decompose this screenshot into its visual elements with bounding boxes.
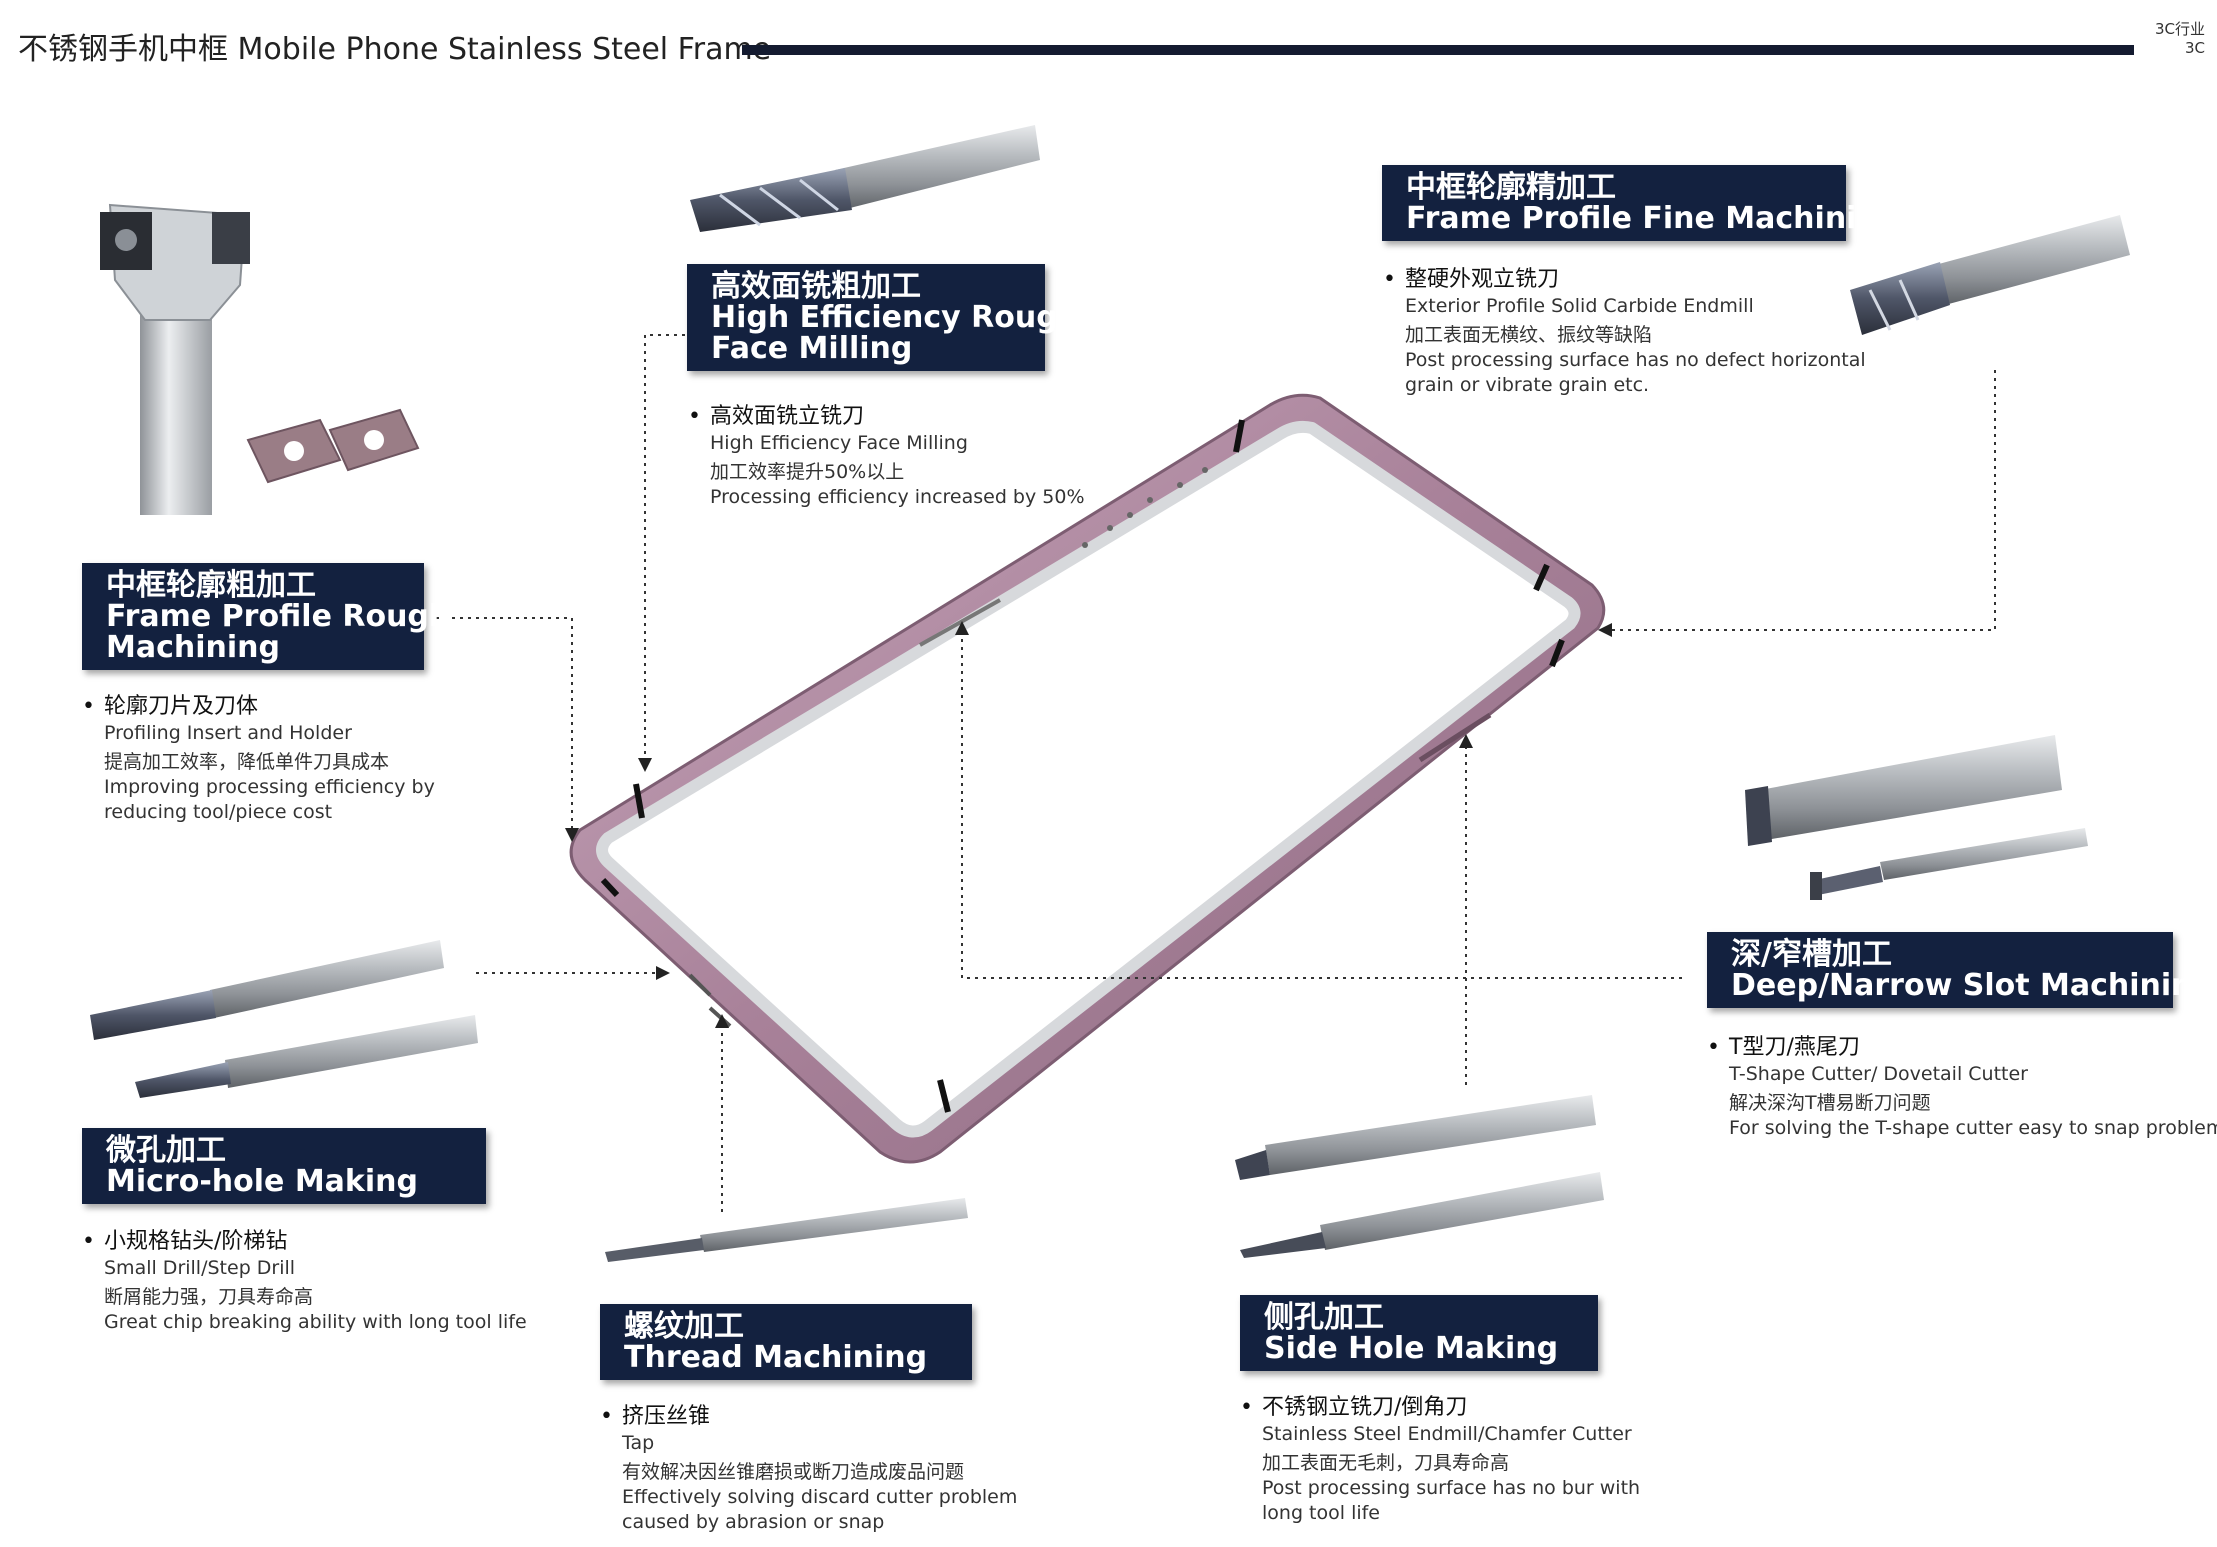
micro-hole-note-en: Great chip breaking ability with long to… xyxy=(104,1311,527,1333)
industry-tag: 3C行业 3C xyxy=(2155,20,2205,58)
tap-image xyxy=(605,1198,968,1262)
rough-profile-title-zh: 中框轮廓粗加工 xyxy=(106,568,316,603)
micro-hole-note-zh: 断屑能力强，刀具寿命高 xyxy=(104,1286,314,1308)
slot-title-en: Deep/Narrow Slot Machining xyxy=(1731,968,2215,1003)
micro-hole-title-en: Micro-hole Making xyxy=(106,1164,418,1199)
side-hole-label: 侧孔加工 Side Hole Making xyxy=(1240,1295,1598,1371)
micro-hole-item-en: Small Drill/Step Drill xyxy=(104,1257,296,1279)
thread-title-zh: 螺纹加工 xyxy=(624,1309,744,1344)
side-hole-description: 不锈钢立铣刀/倒角刀 Stainless Steel Endmill/Chamf… xyxy=(1240,1394,1640,1526)
thread-item-en: Tap xyxy=(622,1432,655,1454)
fine-profile-note-en-2: grain or vibrate grain etc. xyxy=(1405,374,1650,396)
rough-face-item-en: High Efficiency Face Milling xyxy=(710,432,968,454)
fine-profile-title-zh: 中框轮廓精加工 xyxy=(1406,170,1616,205)
side-hole-title-zh: 侧孔加工 xyxy=(1264,1300,1384,1335)
rough-face-item-zh: 高效面铣立铣刀 xyxy=(688,403,1085,431)
rough-profile-note-zh: 提高加工效率，降低单件刀具成本 xyxy=(104,751,390,773)
profiling-holder-image xyxy=(100,203,420,515)
side-hole-title-en: Side Hole Making xyxy=(1264,1331,1559,1366)
rough-face-milling-label: 高效面铣粗加工 High Efficiency Rough Face Milli… xyxy=(687,264,1080,371)
rough-profile-label: 中框轮廓粗加工 Frame Profile Rough Machining xyxy=(82,563,451,670)
fine-profile-note-en-1: Post processing surface has no defect ho… xyxy=(1405,349,1866,371)
micro-hole-item-zh: 小规格钻头/阶梯钻 xyxy=(82,1228,527,1256)
thread-note-en-1: Effectively solving discard cutter probl… xyxy=(622,1486,1018,1508)
rough-face-title-en-2: Face Milling xyxy=(711,331,913,366)
rough-face-note-en: Processing efficiency increased by 50% xyxy=(710,486,1085,508)
slot-machining-label: 深/窄槽加工 Deep/Narrow Slot Machining xyxy=(1707,932,2215,1008)
thread-title-en: Thread Machining xyxy=(624,1340,928,1375)
leader-arrowheads xyxy=(565,621,1612,1028)
industry-tag-en: 3C xyxy=(2184,39,2205,57)
slot-item-en: T-Shape Cutter/ Dovetail Cutter xyxy=(1729,1063,2028,1085)
rough-profile-description: 轮廓刀片及刀体 Profiling Insert and Holder 提高加工… xyxy=(82,693,435,825)
rough-face-note-zh: 加工效率提升50%以上 xyxy=(710,461,905,483)
header-rule xyxy=(742,45,2134,55)
rough-profile-note-en-2: reducing tool/piece cost xyxy=(104,801,333,823)
thread-note-en-2: caused by abrasion or snap xyxy=(622,1511,885,1533)
slot-note-zh: 解决深沟T槽易断刀问题 xyxy=(1729,1092,1931,1114)
fine-profile-item-en: Exterior Profile Solid Carbide Endmill xyxy=(1405,295,1754,317)
slot-item-zh: T型刀/燕尾刀 xyxy=(1707,1034,2217,1062)
small-drill-image xyxy=(90,940,478,1098)
fine-profile-title-en: Frame Profile Fine Machining xyxy=(1406,201,1900,236)
rough-face-description: 高效面铣立铣刀 High Efficiency Face Milling 加工效… xyxy=(688,403,1085,510)
rough-profile-note-en-1: Improving processing efficiency by xyxy=(104,776,435,798)
t-shape-cutter-image xyxy=(1745,735,2088,900)
fine-profile-description: 整硬外观立铣刀 Exterior Profile Solid Carbide E… xyxy=(1383,266,1866,398)
micro-hole-title-zh: 微孔加工 xyxy=(106,1133,226,1168)
rough-face-title-en-1: High Efficiency Rough xyxy=(711,300,1080,335)
phone-frame xyxy=(569,393,1606,1164)
thread-machining-label: 螺纹加工 Thread Machining xyxy=(600,1304,972,1380)
side-hole-endmill-image xyxy=(1235,1095,1604,1258)
thread-description: 挤压丝锥 Tap 有效解决因丝锥磨损或断刀造成废品问题 Effectively … xyxy=(600,1403,1017,1535)
micro-hole-description: 小规格钻头/阶梯钻 Small Drill/Step Drill 断屑能力强，刀… xyxy=(82,1228,527,1335)
side-hole-note-en-1: Post processing surface has no bur with xyxy=(1262,1477,1641,1499)
side-hole-note-zh: 加工表面无毛刺，刀具寿命高 xyxy=(1262,1452,1510,1474)
side-hole-item-zh: 不锈钢立铣刀/倒角刀 xyxy=(1240,1394,1640,1422)
industry-tag-zh: 3C行业 xyxy=(2154,20,2205,38)
side-hole-item-en: Stainless Steel Endmill/Chamfer Cutter xyxy=(1262,1423,1632,1445)
rough-profile-item-zh: 轮廓刀片及刀体 xyxy=(82,693,435,721)
rough-profile-item-en: Profiling Insert and Holder xyxy=(104,722,352,744)
fine-profile-endmill-image xyxy=(1850,215,2130,335)
rough-profile-title-en-2: Machining xyxy=(106,630,280,665)
leader-lines xyxy=(436,334,1996,1212)
face-milling-endmill-image xyxy=(690,125,1040,232)
fine-profile-item-zh: 整硬外观立铣刀 xyxy=(1383,266,1866,294)
fine-profile-note-zh: 加工表面无横纹、振纹等缺陷 xyxy=(1405,324,1653,346)
thread-note-zh: 有效解决因丝锥磨损或断刀造成废品问题 xyxy=(622,1461,965,1483)
page-title: 不锈钢手机中框 Mobile Phone Stainless Steel Fra… xyxy=(18,32,772,67)
rough-profile-title-en-1: Frame Profile Rough xyxy=(106,599,451,634)
rough-face-title-zh: 高效面铣粗加工 xyxy=(711,269,921,304)
thread-item-zh: 挤压丝锥 xyxy=(600,1403,1017,1431)
slot-description: T型刀/燕尾刀 T-Shape Cutter/ Dovetail Cutter … xyxy=(1707,1034,2217,1141)
micro-hole-label: 微孔加工 Micro-hole Making xyxy=(82,1128,486,1204)
slot-title-zh: 深/窄槽加工 xyxy=(1731,937,1892,972)
slot-note-en: For solving the T-shape cutter easy to s… xyxy=(1729,1117,2217,1139)
side-hole-note-en-2: long tool life xyxy=(1262,1502,1380,1524)
fine-profile-label: 中框轮廓精加工 Frame Profile Fine Machining xyxy=(1382,165,1900,241)
